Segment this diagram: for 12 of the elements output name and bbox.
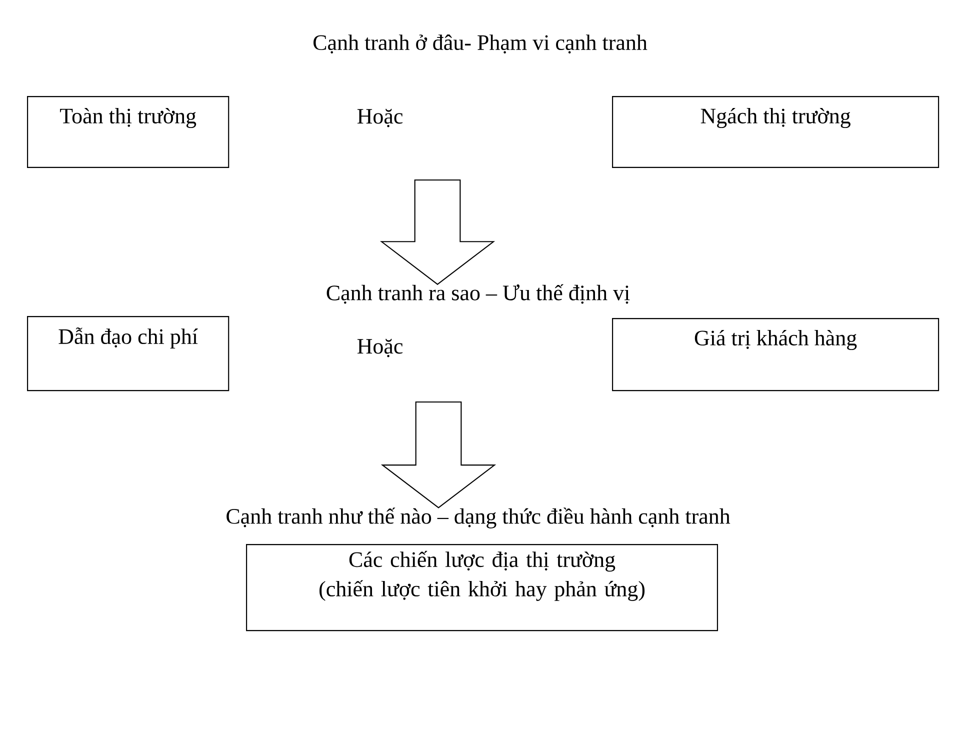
text-box: Dẫn đạo chi phí bbox=[27, 316, 230, 392]
text-box: Các chiến lược địa thị trường (chiến lược tiên khởi hay phản ứng) bbox=[246, 544, 718, 632]
heading: Cạnh tranh ra sao – Ưu thế định vị bbox=[326, 284, 630, 304]
block-arrow bbox=[380, 401, 496, 508]
block-arrow bbox=[380, 179, 496, 285]
text-box: Toàn thị trường bbox=[27, 96, 230, 168]
label: Hoặc bbox=[357, 338, 403, 358]
heading: Cạnh tranh như thế nào – dạng thức điều hành cạnh tranh bbox=[226, 508, 730, 528]
text-box: Giá trị khách hàng bbox=[612, 318, 940, 392]
label: Hoặc bbox=[357, 108, 403, 128]
text-box: Ngách thị trường bbox=[612, 96, 940, 168]
title: Cạnh tranh ở đâu- Phạm vi cạnh tranh bbox=[314, 34, 648, 54]
